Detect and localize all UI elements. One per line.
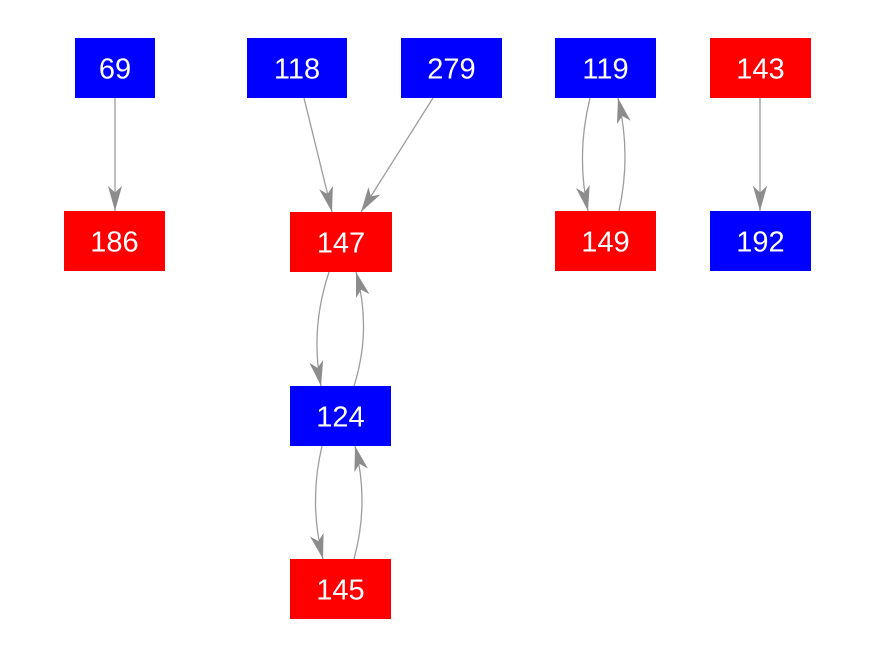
graph-node-279[interactable]: 279	[401, 38, 502, 98]
edge-149-to-119	[616, 97, 631, 212]
node-box-69[interactable]	[75, 38, 155, 98]
edge-147-to-124	[309, 271, 330, 387]
graph-node-192[interactable]: 192	[710, 211, 811, 271]
edge-118-to-147	[303, 97, 333, 213]
graph-node-149[interactable]: 149	[555, 211, 656, 271]
node-box-145[interactable]	[290, 559, 391, 619]
graph-node-145[interactable]: 145	[290, 559, 391, 619]
nodes-layer: 69 118 279 119 143 186 147 149 192 124 145	[64, 38, 811, 619]
node-box-119[interactable]	[555, 38, 656, 98]
graph-node-118[interactable]: 118	[247, 38, 347, 98]
graph-node-69[interactable]: 69	[75, 38, 155, 98]
node-box-124[interactable]	[290, 386, 391, 446]
edge-124-to-147	[353, 271, 370, 387]
node-box-192[interactable]	[710, 211, 811, 271]
node-box-186[interactable]	[64, 211, 165, 271]
edge-119-to-149	[575, 97, 591, 212]
graph-node-124[interactable]: 124	[290, 386, 391, 446]
edge-124-to-145	[310, 445, 324, 560]
node-box-279[interactable]	[401, 38, 502, 98]
node-box-118[interactable]	[247, 38, 347, 98]
node-box-149[interactable]	[555, 211, 656, 271]
node-box-147[interactable]	[290, 212, 392, 272]
node-box-143[interactable]	[710, 38, 811, 98]
edges-layer	[108, 97, 767, 560]
edge-145-to-124	[353, 445, 368, 560]
graph-node-186[interactable]: 186	[64, 211, 165, 271]
graph-node-143[interactable]: 143	[710, 38, 811, 98]
edge-279-to-147	[360, 97, 434, 213]
graph-node-119[interactable]: 119	[555, 38, 656, 98]
graph-node-147[interactable]: 147	[290, 212, 392, 272]
